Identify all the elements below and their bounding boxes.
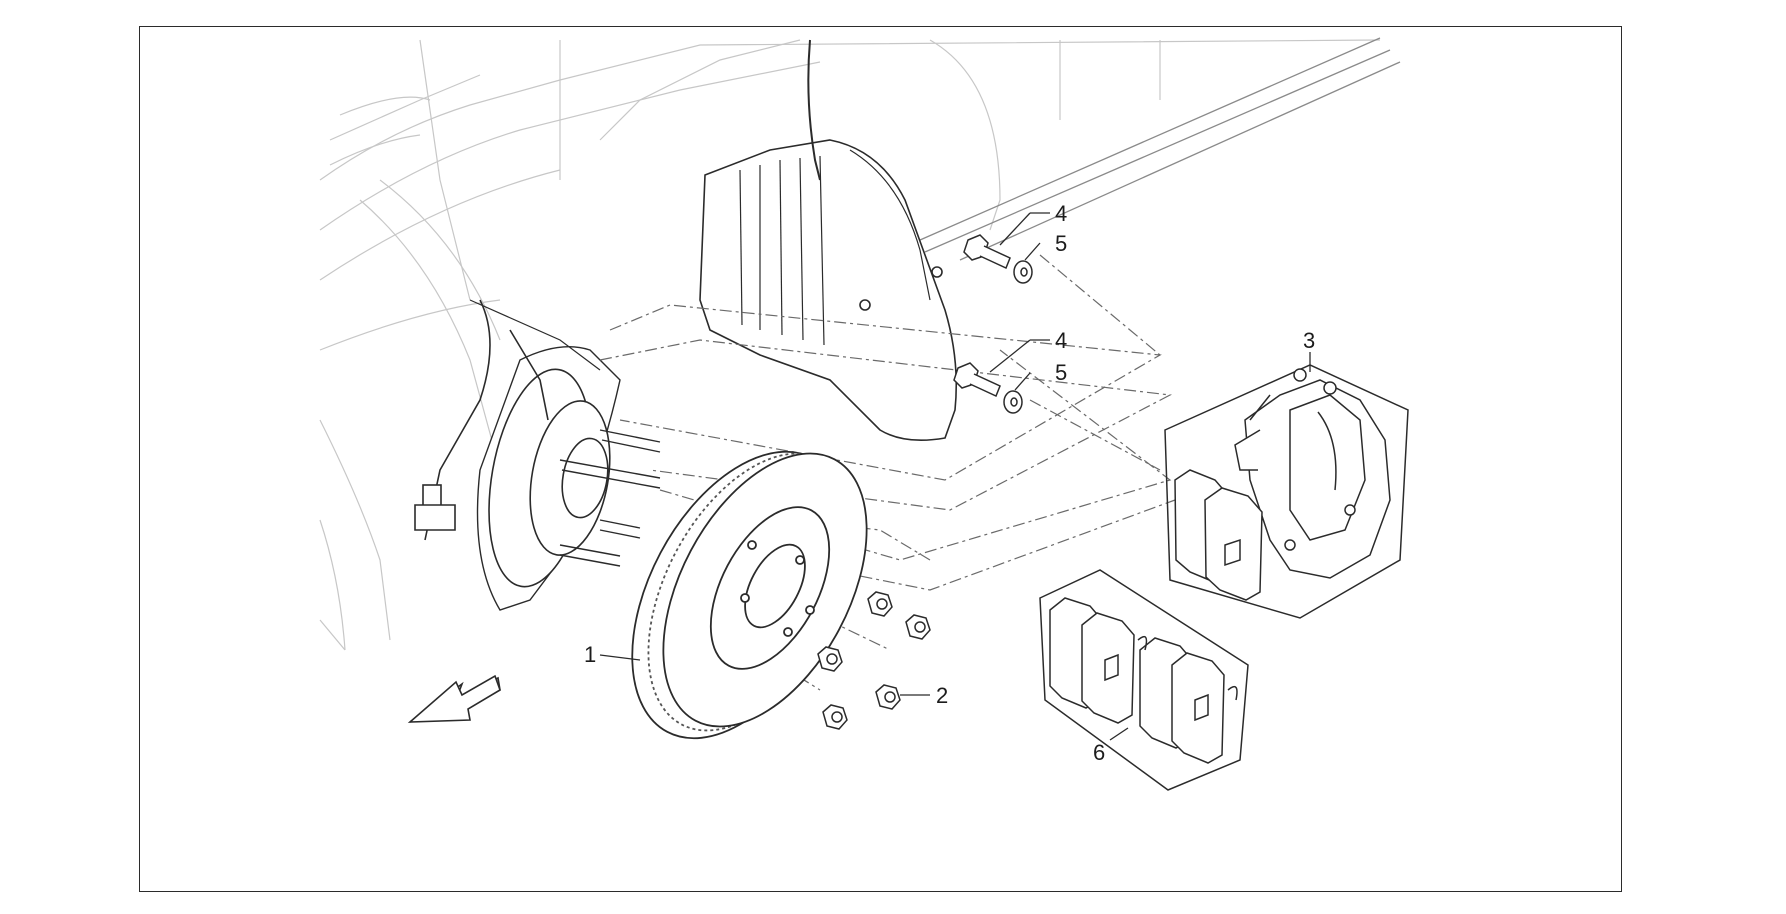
caliper-brake-pads	[1174, 469, 1263, 601]
callout-part-5-lower: 5	[1055, 360, 1067, 385]
callout-part-2: 2	[936, 683, 948, 708]
brake-pad-set	[1049, 597, 1238, 764]
pad-kit-outline	[1039, 569, 1249, 791]
caliper-bolt-lower	[953, 362, 1001, 398]
callout-part-3: 3	[1303, 328, 1315, 353]
callout-leaders	[599, 212, 1311, 741]
callout-part-4-lower: 4	[1055, 328, 1067, 353]
rocker-panel	[919, 37, 1401, 261]
wheel-nuts	[817, 591, 931, 730]
callout-part-5-upper: 5	[1055, 231, 1067, 256]
diagram-frame	[139, 26, 1622, 892]
brake-disc	[631, 450, 868, 740]
wheel-studs	[559, 429, 661, 567]
callout-part-6: 6	[1093, 740, 1105, 765]
washer-upper	[1013, 260, 1033, 284]
splash-shield	[699, 39, 958, 442]
caliper-bolt-upper	[963, 234, 1011, 270]
front-direction-arrow-icon	[407, 674, 501, 723]
callout-part-1: 1	[584, 642, 596, 667]
washer-lower	[1003, 390, 1023, 414]
brake-caliper	[1234, 368, 1391, 579]
steering-knuckle	[414, 299, 661, 611]
callout-part-4-upper: 4	[1055, 201, 1067, 226]
